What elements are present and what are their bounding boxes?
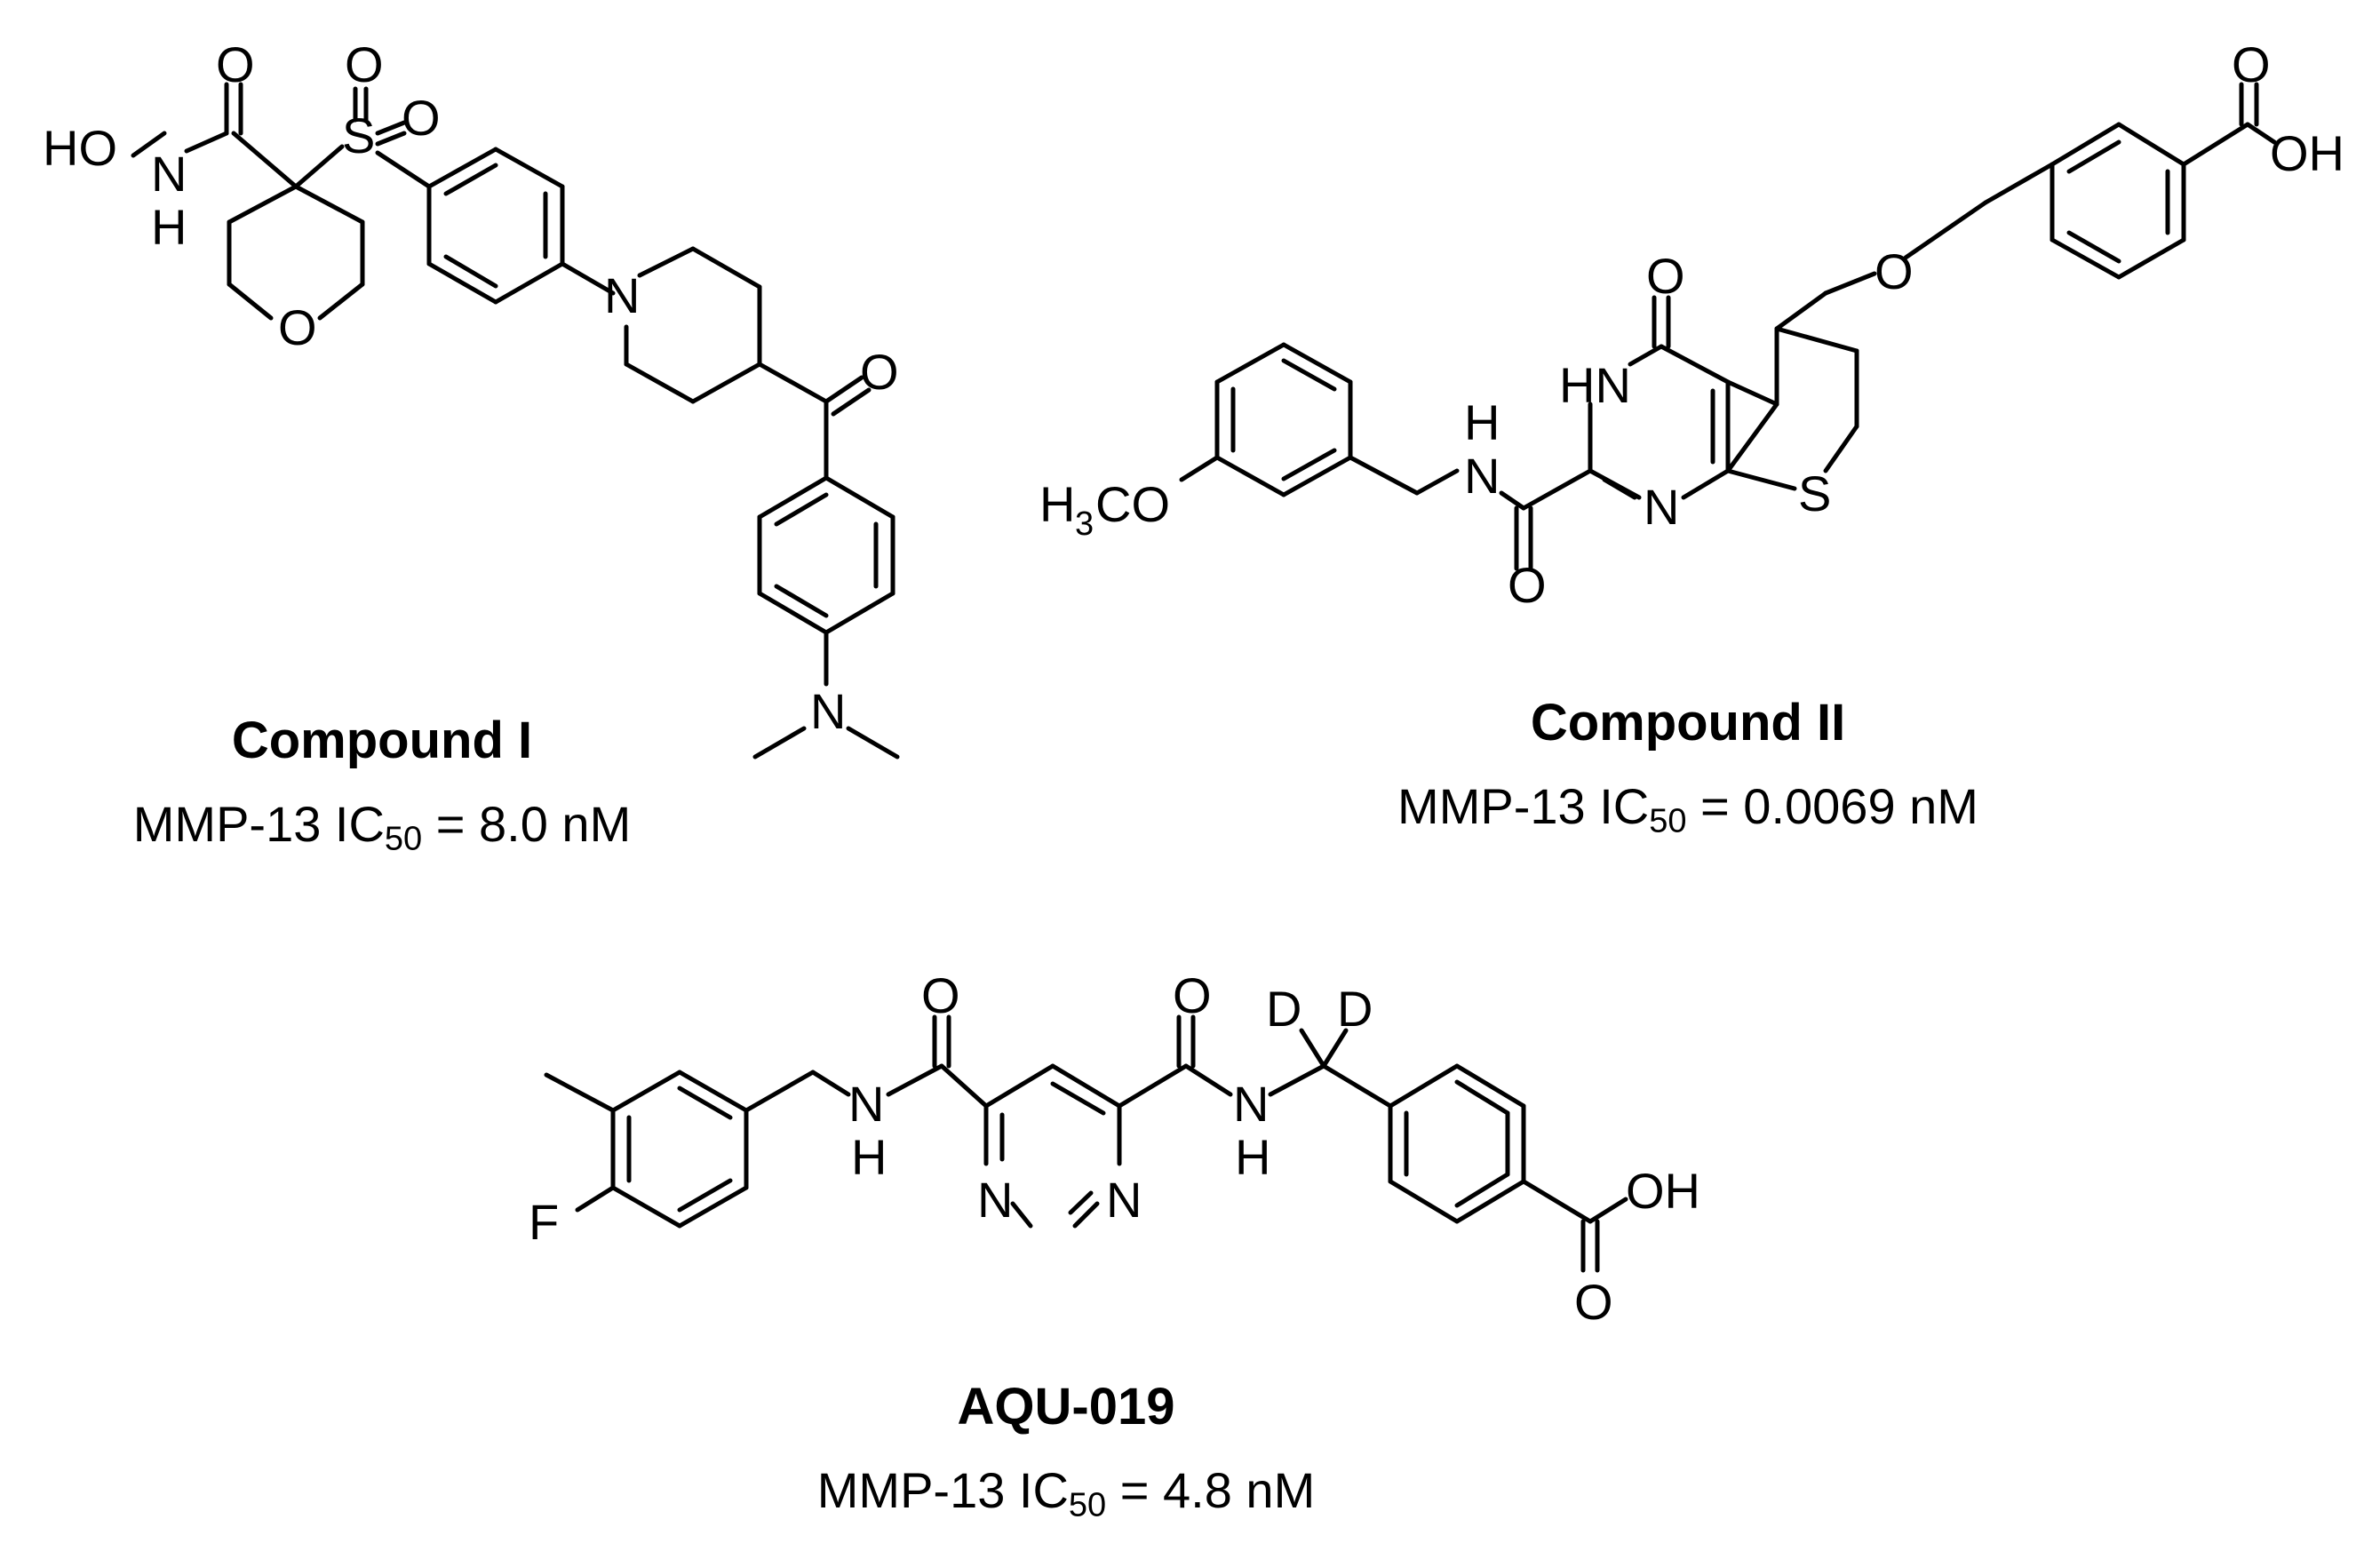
activity-suffix: = 4.8 nM bbox=[1106, 1462, 1316, 1518]
atom-label: HO bbox=[43, 120, 117, 176]
atom-label: N bbox=[848, 1076, 884, 1132]
atom-label: O bbox=[1574, 1274, 1613, 1330]
activity-value: MMP-13 IC50 = 0.0069 nM bbox=[1350, 777, 2026, 841]
activity-subscript: 50 bbox=[1068, 1486, 1107, 1524]
atom-label: D bbox=[1266, 981, 1301, 1037]
compound-name: Compound I bbox=[231, 712, 533, 769]
activity-subscript: 50 bbox=[1649, 802, 1687, 840]
atom-label: N bbox=[151, 146, 187, 202]
atom-label: N bbox=[1464, 448, 1500, 504]
activity-prefix: MMP-13 IC bbox=[132, 796, 385, 852]
activity-value: MMP-13 IC50 = 4.8 nM bbox=[782, 1461, 1350, 1525]
atom-label: H bbox=[1464, 394, 1500, 450]
atom-label: CO bbox=[1095, 476, 1170, 532]
atom-label: H bbox=[1039, 476, 1075, 532]
atom-label: HN bbox=[1559, 357, 1631, 413]
atom-label: H bbox=[151, 199, 187, 255]
atom-label: D bbox=[1337, 981, 1373, 1037]
atom-label: N bbox=[810, 683, 846, 739]
atom-label: OH bbox=[1626, 1163, 1700, 1219]
atom-label: OH bbox=[2270, 125, 2344, 181]
atom-label: N bbox=[1233, 1076, 1269, 1132]
atom-label: F bbox=[529, 1194, 559, 1250]
activity-suffix: = 8.0 nM bbox=[422, 796, 632, 852]
compound-ii-caption: Compound II MMP-13 IC50 = 0.0069 nM bbox=[1350, 693, 2026, 841]
atom-label: O bbox=[1173, 967, 1212, 1023]
atom-label: O bbox=[216, 36, 255, 92]
compound-i-structure: O O S O HO N H O N O N bbox=[43, 36, 900, 760]
atom-label: O bbox=[860, 344, 899, 400]
atom-label: N bbox=[604, 267, 640, 323]
compound-name: AQU-019 bbox=[957, 1378, 1175, 1436]
atom-label: N bbox=[1644, 479, 1679, 535]
atom-label: N bbox=[1106, 1172, 1142, 1228]
atom-label: O bbox=[1646, 248, 1685, 304]
activity-prefix: MMP-13 IC bbox=[1397, 778, 1650, 834]
activity-prefix: MMP-13 IC bbox=[816, 1462, 1069, 1518]
atom-label: O bbox=[2232, 36, 2271, 92]
activity-value: MMP-13 IC50 = 8.0 nM bbox=[115, 795, 649, 859]
atom-label: H bbox=[851, 1129, 887, 1185]
activity-subscript: 50 bbox=[384, 820, 423, 858]
atom-label: O bbox=[1508, 557, 1547, 613]
compound-ii-structure: O OH O O HN H N H 3 CO N S O bbox=[1039, 36, 2344, 613]
atom-label: O bbox=[402, 90, 441, 146]
compound-name: Compound II bbox=[1530, 694, 1846, 752]
atom-label: O bbox=[345, 36, 384, 92]
atom-label: S bbox=[1798, 465, 1831, 521]
activity-suffix: = 0.0069 nM bbox=[1686, 778, 1978, 834]
atom-label: S bbox=[342, 107, 375, 163]
compound-i-caption: Compound I MMP-13 IC50 = 8.0 nM bbox=[115, 711, 649, 859]
aqu-019-structure: O O D D F N H N N N H OH O bbox=[529, 967, 1700, 1330]
atom-label: O bbox=[278, 299, 317, 355]
atom-label: N bbox=[977, 1172, 1013, 1228]
atom-label: H bbox=[1235, 1129, 1270, 1185]
aqu-019-caption: AQU-019 MMP-13 IC50 = 4.8 nM bbox=[782, 1377, 1350, 1525]
atom-label: O bbox=[921, 967, 960, 1023]
atom-label: O bbox=[1875, 243, 1914, 299]
atom-label: 3 bbox=[1075, 505, 1094, 543]
